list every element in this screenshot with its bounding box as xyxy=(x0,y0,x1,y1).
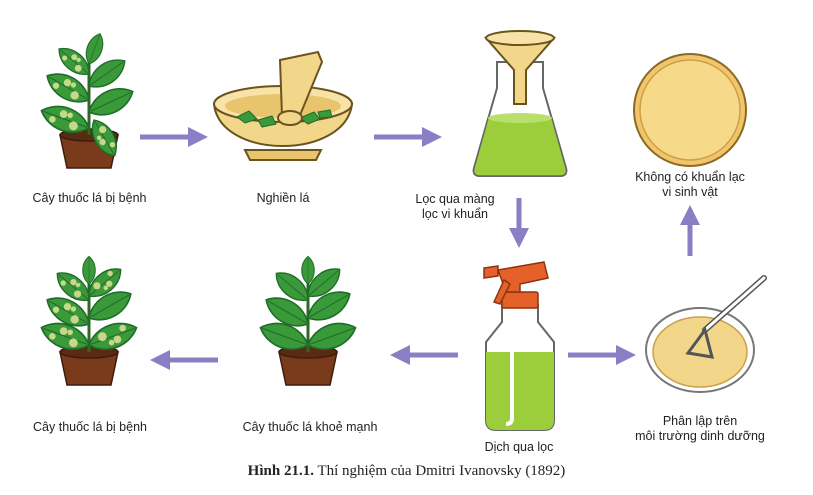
sprayer-bottle-icon xyxy=(483,261,555,431)
label-diseased-plant-bottom: Cây thuốc lá bị bệnh xyxy=(33,420,147,434)
label-no-colonies-line2: vi sinh vật xyxy=(662,185,718,199)
label-filter-line1: Lọc qua màng xyxy=(415,192,495,206)
label-filter: Lọc qua màng lọc vi khuẩn xyxy=(415,192,495,222)
label-grind-leaves: Nghiền lá xyxy=(256,191,310,205)
diseased-plant-bottom-icon xyxy=(36,255,142,386)
mortar-pestle-icon xyxy=(212,50,354,161)
label-diseased-plant-top: Cây thuốc lá bị bệnh xyxy=(32,191,147,205)
label-no-colonies: Không có khuẩn lạc vi sinh vật xyxy=(620,170,760,200)
label-healthy-plant: Cây thuốc lá khoẻ mạnh xyxy=(242,420,378,434)
label-filter-line2: lọc vi khuẩn xyxy=(421,207,488,221)
label-isolate-line1: Phân lập trên xyxy=(662,414,738,428)
petri-dish-loop-icon xyxy=(645,275,767,393)
figure-caption: Hình 21.1. Thí nghiệm của Dmitri Ivanovs… xyxy=(0,463,813,480)
diseased-plant-top-icon xyxy=(36,30,139,169)
figure-caption-text: Thí nghiệm của Dmitri Ivanovsky (1892) xyxy=(317,463,566,479)
healthy-plant-icon xyxy=(255,255,361,386)
filter-flask-icon xyxy=(472,30,568,177)
label-filtrate: Dịch qua lọc xyxy=(484,440,554,454)
label-isolate-line2: môi trường dinh dưỡng xyxy=(635,429,765,443)
label-no-colonies-line1: Không có khuẩn lạc xyxy=(635,170,745,184)
figure-number: Hình 21.1. xyxy=(247,463,314,479)
label-isolate: Phân lập trên môi trường dinh dưỡng xyxy=(625,414,775,444)
agar-plate-icon xyxy=(633,53,747,167)
